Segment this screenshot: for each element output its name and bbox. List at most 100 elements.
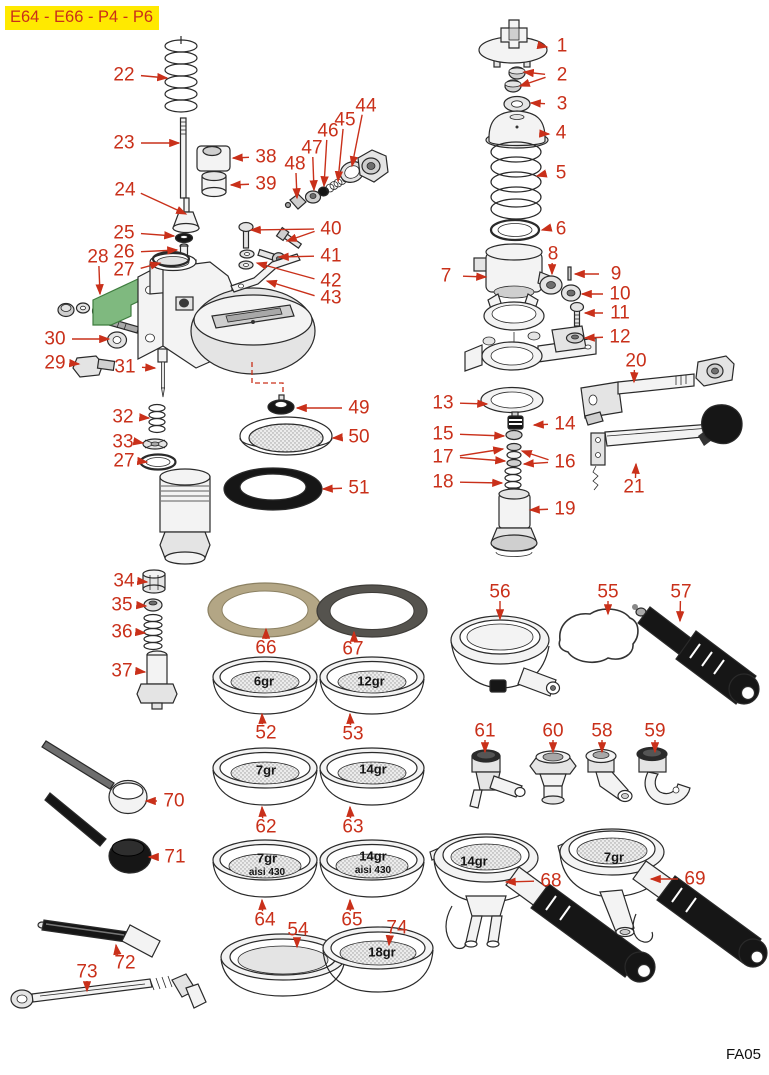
callout-arrow-42 [255, 261, 315, 280]
callout-arrow-6 [540, 223, 553, 232]
part-2-nuts [504, 66, 526, 93]
callout-arrow-72 [113, 943, 122, 956]
callout-arrow-13 [459, 399, 489, 408]
callout-arrow-29 [68, 358, 81, 368]
part-61-spout-fitting [469, 749, 526, 809]
callout-arrow-32 [138, 413, 151, 422]
part-21-lever-arm [590, 404, 743, 491]
parts-16-17-washers [506, 442, 522, 468]
part-20-lever-rod [580, 355, 735, 426]
callout-11: 11 [610, 302, 630, 324]
part-10-grommet [560, 284, 582, 302]
part-58-spout-fitting [585, 748, 633, 803]
part-5-valve-spring [490, 141, 542, 220]
callout-39: 39 [255, 173, 277, 195]
part-8-grommet [539, 275, 563, 295]
callout-24: 24 [114, 179, 136, 201]
callout-27: 27 [113, 259, 135, 281]
callout-2: 2 [556, 64, 568, 86]
callout-42: 42 [320, 270, 342, 292]
callout-68: 68 [540, 870, 562, 892]
part-25-oring-small [174, 232, 194, 244]
part-56-portafilter-body [450, 615, 561, 697]
part-70-measuring-scoop [41, 740, 148, 815]
part-35-nut-small [143, 598, 163, 612]
part-63-basket-14gr [319, 747, 425, 806]
callout-35: 35 [111, 594, 133, 616]
basket-size-label: 7gr [603, 849, 625, 865]
basket-size-label: aisi 430 [354, 865, 392, 876]
callout-65: 65 [341, 909, 363, 931]
part-65-basket-14gr-aisi [319, 839, 425, 898]
callout-arrow-46 [320, 139, 329, 188]
basket-size-label: 12gr [357, 673, 385, 689]
callout-arrow-44 [349, 114, 363, 168]
part-62-basket-7gr [212, 747, 318, 806]
callout-15: 15 [432, 423, 454, 445]
callout-arrow-36 [134, 627, 147, 637]
callout-arrow-27 [140, 261, 162, 270]
callout-47: 47 [301, 137, 323, 159]
callout-49: 49 [348, 397, 370, 419]
part-68-portafilter-14gr [429, 833, 656, 983]
part-32-spring [148, 403, 166, 434]
part-15-nut [505, 429, 523, 441]
basket-size-label: 18gr [368, 944, 396, 960]
part-29-bolt [72, 355, 116, 378]
part-19-valve-piston [490, 487, 538, 557]
callout-61: 61 [474, 720, 496, 742]
part-67-gasket-gray [316, 584, 428, 638]
callout-16: 16 [554, 451, 576, 473]
callout-4: 4 [555, 122, 567, 144]
callout-40: 40 [320, 218, 342, 240]
callout-55: 55 [597, 581, 619, 603]
callout-arrow-17 [459, 456, 507, 465]
page-code: FA05 [725, 1046, 761, 1063]
callout-12: 12 [609, 326, 631, 348]
callout-9: 9 [610, 263, 622, 285]
part-60-nut-fitting [529, 750, 577, 805]
callout-arrow-45 [334, 128, 344, 183]
basket-size-label: 14gr [359, 848, 387, 864]
callout-38: 38 [255, 146, 277, 168]
callout-25: 25 [113, 222, 135, 244]
callout-arrow-21 [631, 462, 640, 479]
callout-arrow-51 [321, 484, 343, 493]
part-13-ring [480, 386, 544, 414]
part-11-screw [569, 301, 585, 327]
part-34-nut [142, 569, 166, 594]
part-72-lever-tube [37, 919, 161, 958]
callout-18: 18 [432, 471, 454, 493]
callout-63: 63 [342, 816, 364, 838]
callout-arrow-39 [229, 180, 250, 189]
callout-66: 66 [255, 637, 277, 659]
part-42-washers [238, 249, 255, 270]
callout-26: 26 [113, 241, 135, 263]
callout-27: 27 [113, 450, 135, 472]
part-30-washer [106, 331, 128, 349]
part-52-basket-6gr [212, 656, 318, 715]
callout-arrow-3 [529, 99, 546, 108]
callout-52: 52 [255, 722, 277, 744]
page-title: E64 - E66 - P4 - P6 [5, 6, 160, 30]
callout-46: 46 [317, 120, 339, 142]
callout-64: 64 [254, 909, 276, 931]
callout-30: 30 [44, 328, 66, 350]
part-64-basket-7gr-aisi [212, 839, 318, 898]
part-6-ring [489, 218, 541, 242]
part-1-top-knob [478, 19, 548, 68]
callout-arrow-34 [136, 576, 149, 586]
part-55-gasket-loop [558, 608, 639, 664]
callout-arrow-31 [141, 363, 157, 372]
callout-arrow-15 [459, 431, 506, 440]
callout-arrow-38 [231, 153, 250, 162]
callout-arrow-18 [459, 478, 504, 488]
callout-45: 45 [334, 109, 356, 131]
callout-36: 36 [111, 621, 133, 643]
callout-69: 69 [684, 868, 706, 890]
callout-60: 60 [542, 720, 564, 742]
callout-53: 53 [342, 723, 364, 745]
part-73-lever-arm [10, 973, 207, 1009]
part-12-nut [565, 332, 585, 344]
